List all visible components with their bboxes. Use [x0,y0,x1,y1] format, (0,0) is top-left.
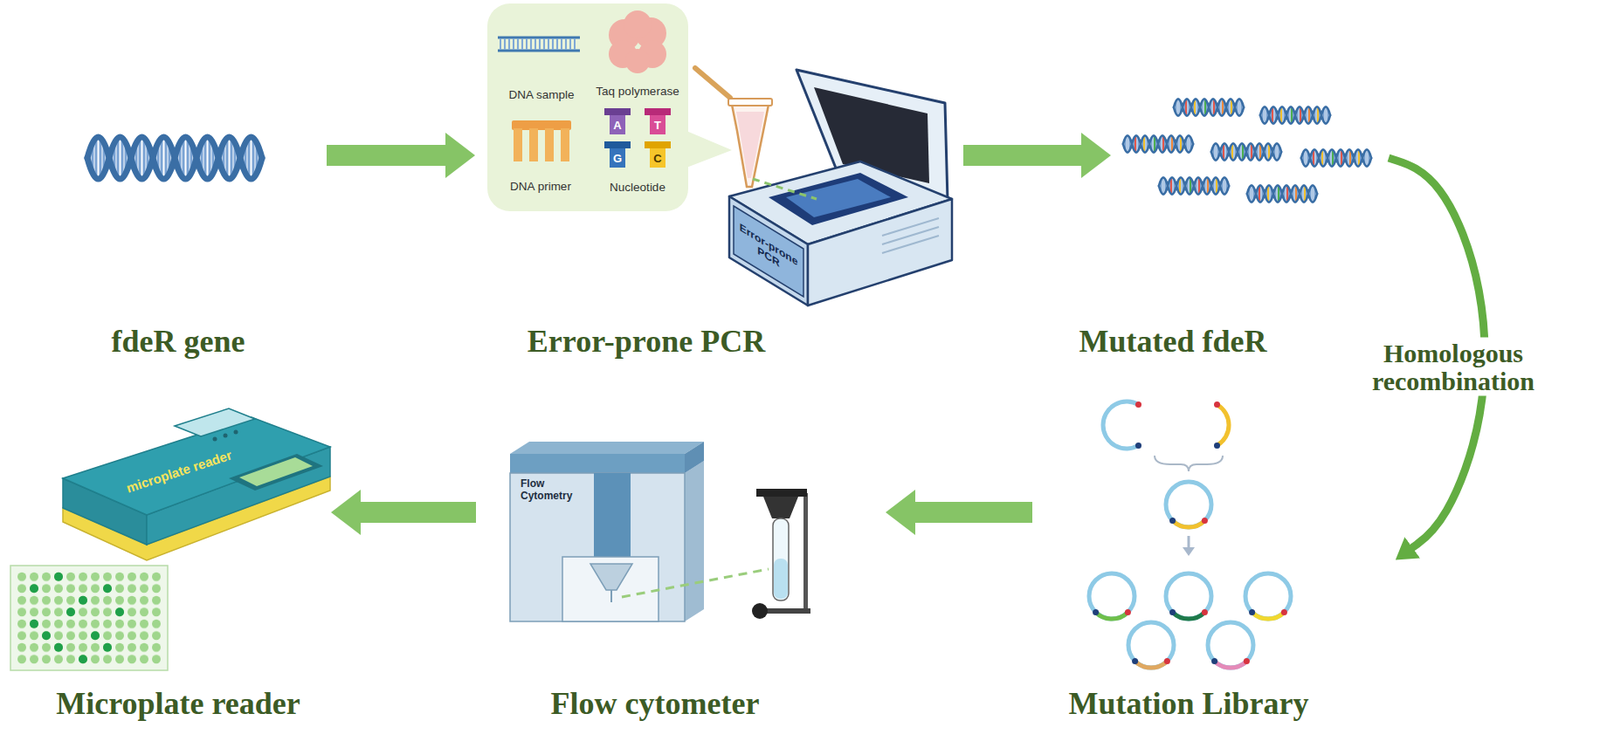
open-vector [1103,401,1142,449]
stage-label: Flow cytometer [551,685,760,723]
plasmid [1207,622,1254,669]
reagent-label: DNA sample [508,88,574,102]
plate-wells [15,571,163,666]
device-label: microplate reader [124,447,235,496]
stage-node: DNA sample Taq polymeraseDNA primer Nucleo… [475,0,964,320]
stage-label: fdeR gene [111,323,246,360]
reagent-label: Taq polymerase [595,84,679,98]
stage-label: Mutated fdeR [1079,323,1268,360]
mutated-helix [1247,185,1318,202]
stand-clamp [756,489,807,497]
plasmid [1165,482,1212,528]
base-letter: A [613,118,621,132]
dna-sample-icon [497,37,580,51]
laser-line [621,569,769,598]
cytometer-nozzle [610,590,613,603]
mutated-helix [1173,98,1244,116]
taq-polymerase-icon [608,10,667,74]
flow-arrow [359,502,476,524]
pcr-vents [882,218,939,254]
cytometer-top [510,441,704,455]
sample-tube [772,518,789,601]
pcr-well [768,172,909,226]
reader-buttons [213,430,239,442]
join-bracket [1154,455,1223,472]
insert-fragment [1213,401,1229,449]
stage-node: Flow cytometer [475,441,885,676]
stand-post [803,493,808,612]
stage-node: Microplate reader [6,397,331,676]
cytometer-band [510,454,685,474]
mutated-helix [1301,149,1372,166]
plasmid [1128,622,1174,669]
base-letter: G [613,151,622,166]
reagent-callout: DNA sample Taq polymeraseDNA primer Nucleo… [487,3,689,212]
pcr-well-inner [786,179,891,218]
tube-rim [728,98,773,106]
base-letter: T [654,118,662,132]
edge-label: Homologous recombination [1352,337,1554,397]
cytometer-opening [562,557,659,622]
down-arrow [1182,536,1195,557]
reader-plate [239,457,313,487]
well-plate [10,565,168,671]
pcr-tube [731,104,769,187]
stand-holder [763,496,799,519]
pcr-panel [733,206,804,297]
callout-background [487,3,689,212]
flow-arrow [1388,158,1485,549]
cytometer-column [593,473,631,558]
mutated-helix [1211,143,1282,160]
reader-tray [228,454,324,491]
device-label: Flow Cytometry [520,478,584,504]
insert-line [752,179,817,200]
mutated-helix [1123,135,1194,152]
dna-primer-icon [511,120,572,162]
stage-label: Microplate reader [55,685,301,723]
dna-helix [87,137,263,180]
plasmid [1089,573,1135,620]
mutated-helix [1158,177,1229,194]
pcr-front-left [729,196,808,306]
flow-arrow [326,144,447,166]
pcr-front-right [807,199,952,306]
reagent-label: Nucleotide [609,180,666,194]
base-letter: C [653,151,662,166]
callout-pointer [686,131,732,168]
tube-liquid [736,111,765,179]
nucleotide-icon [604,108,671,168]
stage-label: Mutation Library [1068,685,1310,723]
stage-node: Mutated fdeR [1111,78,1389,320]
plasmid [1165,573,1212,620]
stage-label: Error-prone PCR [527,323,766,360]
stage-node: Mutation Library [1032,400,1395,673]
flow-arrow [963,144,1083,166]
cytometer-side-band [684,441,704,474]
flow-arrow [914,502,1033,524]
mutated-helix [1260,106,1331,124]
reagent-label: DNA primer [510,179,572,194]
stand-foot [751,603,768,620]
dna-sample-rungs [499,38,579,50]
stage-node: fdeR gene [29,96,327,320]
device-label: Error-prone PCR [736,220,801,284]
plasmid [1245,573,1291,620]
cytometer-side [684,461,704,622]
pipette [695,68,731,98]
positive-wells [29,572,125,665]
cytometer-funnel [590,564,633,591]
cytometer-front [510,473,685,622]
sample-liquid [773,558,788,600]
reader-display [174,408,256,437]
